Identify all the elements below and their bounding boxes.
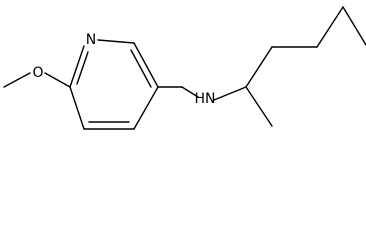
molecule-structure: O N HN bbox=[3, 6, 366, 130]
bond-c6-c5-inner bbox=[130, 49, 152, 88]
oxygen-atom-label: O bbox=[32, 65, 43, 81]
bond-c2-n1-inner bbox=[76, 51, 89, 85]
bond-nh-ch bbox=[213, 86, 247, 101]
ring-nitrogen-atom-label: N bbox=[86, 32, 96, 48]
atom-label-layer: O N HN bbox=[32, 32, 215, 107]
bond-ch-ch3 bbox=[245, 86, 273, 127]
bond-ch-c1 bbox=[245, 46, 273, 88]
bond-c5-c4 bbox=[133, 86, 159, 130]
bond-c2-n1 bbox=[69, 45, 85, 88]
bond-n1-c6 bbox=[97, 39, 135, 44]
amine-nh-atom-label: HN bbox=[195, 91, 216, 107]
bond-ch-ch3-terminal bbox=[342, 6, 366, 46]
bond-c6-c5 bbox=[133, 42, 159, 88]
bond-ch2-nh bbox=[181, 86, 199, 98]
bond-c2-ch bbox=[316, 6, 344, 48]
bond-ch3-o bbox=[3, 72, 31, 88]
bond-layer bbox=[3, 6, 366, 130]
bond-c3-c2 bbox=[69, 86, 85, 130]
bond-o-c2 bbox=[44, 72, 71, 88]
